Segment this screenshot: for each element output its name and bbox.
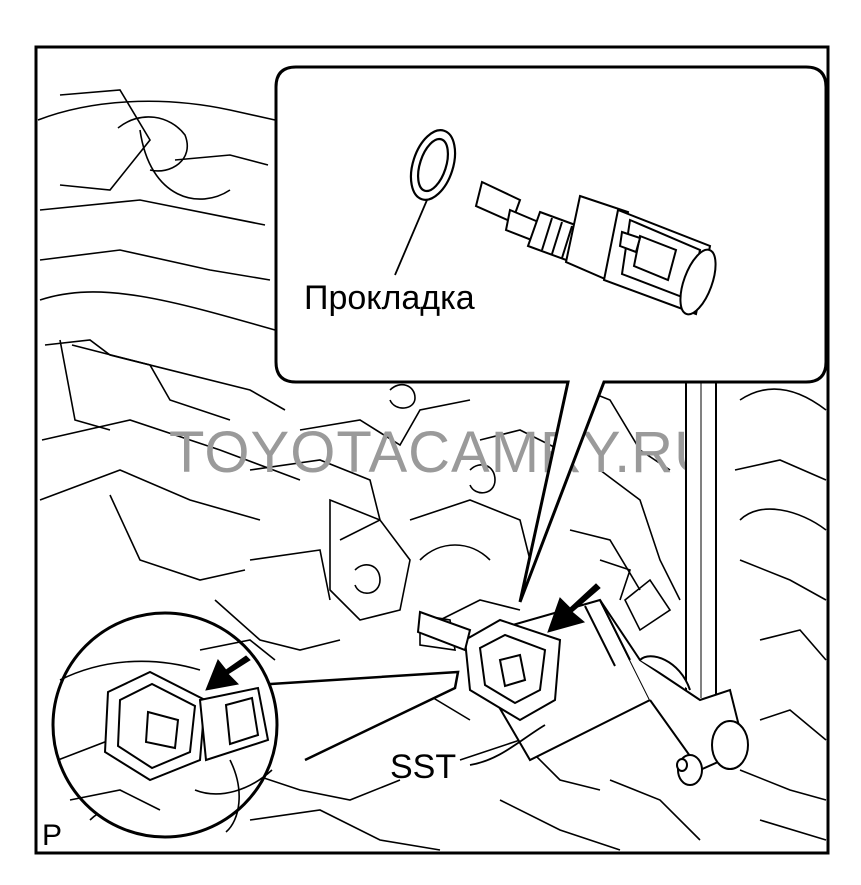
gasket-label: Прокладка xyxy=(304,279,475,317)
temperature-sensor-detail xyxy=(474,180,717,316)
detail-callout xyxy=(274,65,828,603)
sst-leader-line xyxy=(469,724,546,766)
sst-extension-rod xyxy=(685,379,717,701)
arrow-down-left-icon xyxy=(547,583,601,633)
arrow-down-left-icon xyxy=(205,655,251,691)
gasket-leader-line xyxy=(394,199,428,276)
sst-label: SST xyxy=(390,748,456,786)
corner-letter: P xyxy=(42,819,62,852)
watermark-text: TOYOTACAMRY.RU xyxy=(169,420,717,485)
gasket-ring xyxy=(409,129,457,201)
sensor-in-socket xyxy=(416,610,562,722)
engine-linework xyxy=(37,89,827,851)
